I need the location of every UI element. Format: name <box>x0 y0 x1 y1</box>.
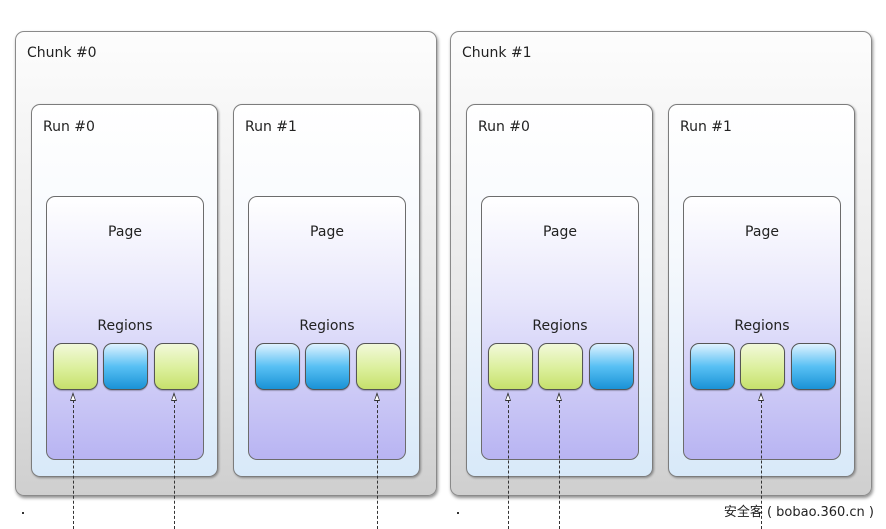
page-label: Page <box>310 224 344 240</box>
free-region <box>589 343 634 390</box>
page-label: Page <box>108 224 142 240</box>
page-box: Page Regions <box>248 196 406 460</box>
pointer-line <box>508 400 509 529</box>
run-box: Run #0 Page Regions <box>466 104 653 477</box>
chunk-title: Chunk #0 <box>27 45 97 61</box>
page-box: Page Regions <box>46 196 204 460</box>
allocated-region <box>356 343 401 390</box>
edge-dot <box>457 512 459 514</box>
pointer-arrowhead <box>70 392 76 401</box>
regions-label: Regions <box>532 318 588 334</box>
pointer-line <box>377 400 378 529</box>
allocated-region <box>538 343 583 390</box>
pointer-line <box>559 400 560 529</box>
pointer-arrowhead <box>171 392 177 401</box>
pointer-arrowhead <box>505 392 511 401</box>
regions-label: Regions <box>734 318 790 334</box>
free-region <box>103 343 148 390</box>
watermark-text: 安全客 ( bobao.360.cn ) <box>723 505 874 520</box>
free-region <box>305 343 350 390</box>
chunk-title: Chunk #1 <box>462 45 532 61</box>
page-box: Page Regions <box>481 196 639 460</box>
page-label: Page <box>543 224 577 240</box>
allocated-region <box>53 343 98 390</box>
pointer-line <box>761 400 762 529</box>
page-label: Page <box>745 224 779 240</box>
run-title: Run #0 <box>478 119 530 135</box>
run-title: Run #1 <box>245 119 297 135</box>
run-title: Run #0 <box>43 119 95 135</box>
pointer-arrowhead <box>374 392 380 401</box>
page-box: Page Regions <box>683 196 841 460</box>
free-region <box>690 343 735 390</box>
regions-label: Regions <box>97 318 153 334</box>
allocated-region <box>740 343 785 390</box>
run-box: Run #0 Page Regions <box>31 104 218 477</box>
edge-dot <box>22 512 24 514</box>
pointer-arrowhead <box>556 392 562 401</box>
pointer-line <box>174 400 175 529</box>
free-region <box>791 343 836 390</box>
free-region <box>255 343 300 390</box>
allocated-region <box>488 343 533 390</box>
run-box: Run #1 Page Regions <box>233 104 420 477</box>
pointer-arrowhead <box>758 392 764 401</box>
pointer-line <box>73 400 74 529</box>
allocated-region <box>154 343 199 390</box>
regions-label: Regions <box>299 318 355 334</box>
chunk-box: Chunk #1 Run #0 Page Regions Run #1 Page… <box>450 31 872 496</box>
run-title: Run #1 <box>680 119 732 135</box>
chunk-box: Chunk #0 Run #0 Page Regions Run #1 Page… <box>15 31 437 496</box>
